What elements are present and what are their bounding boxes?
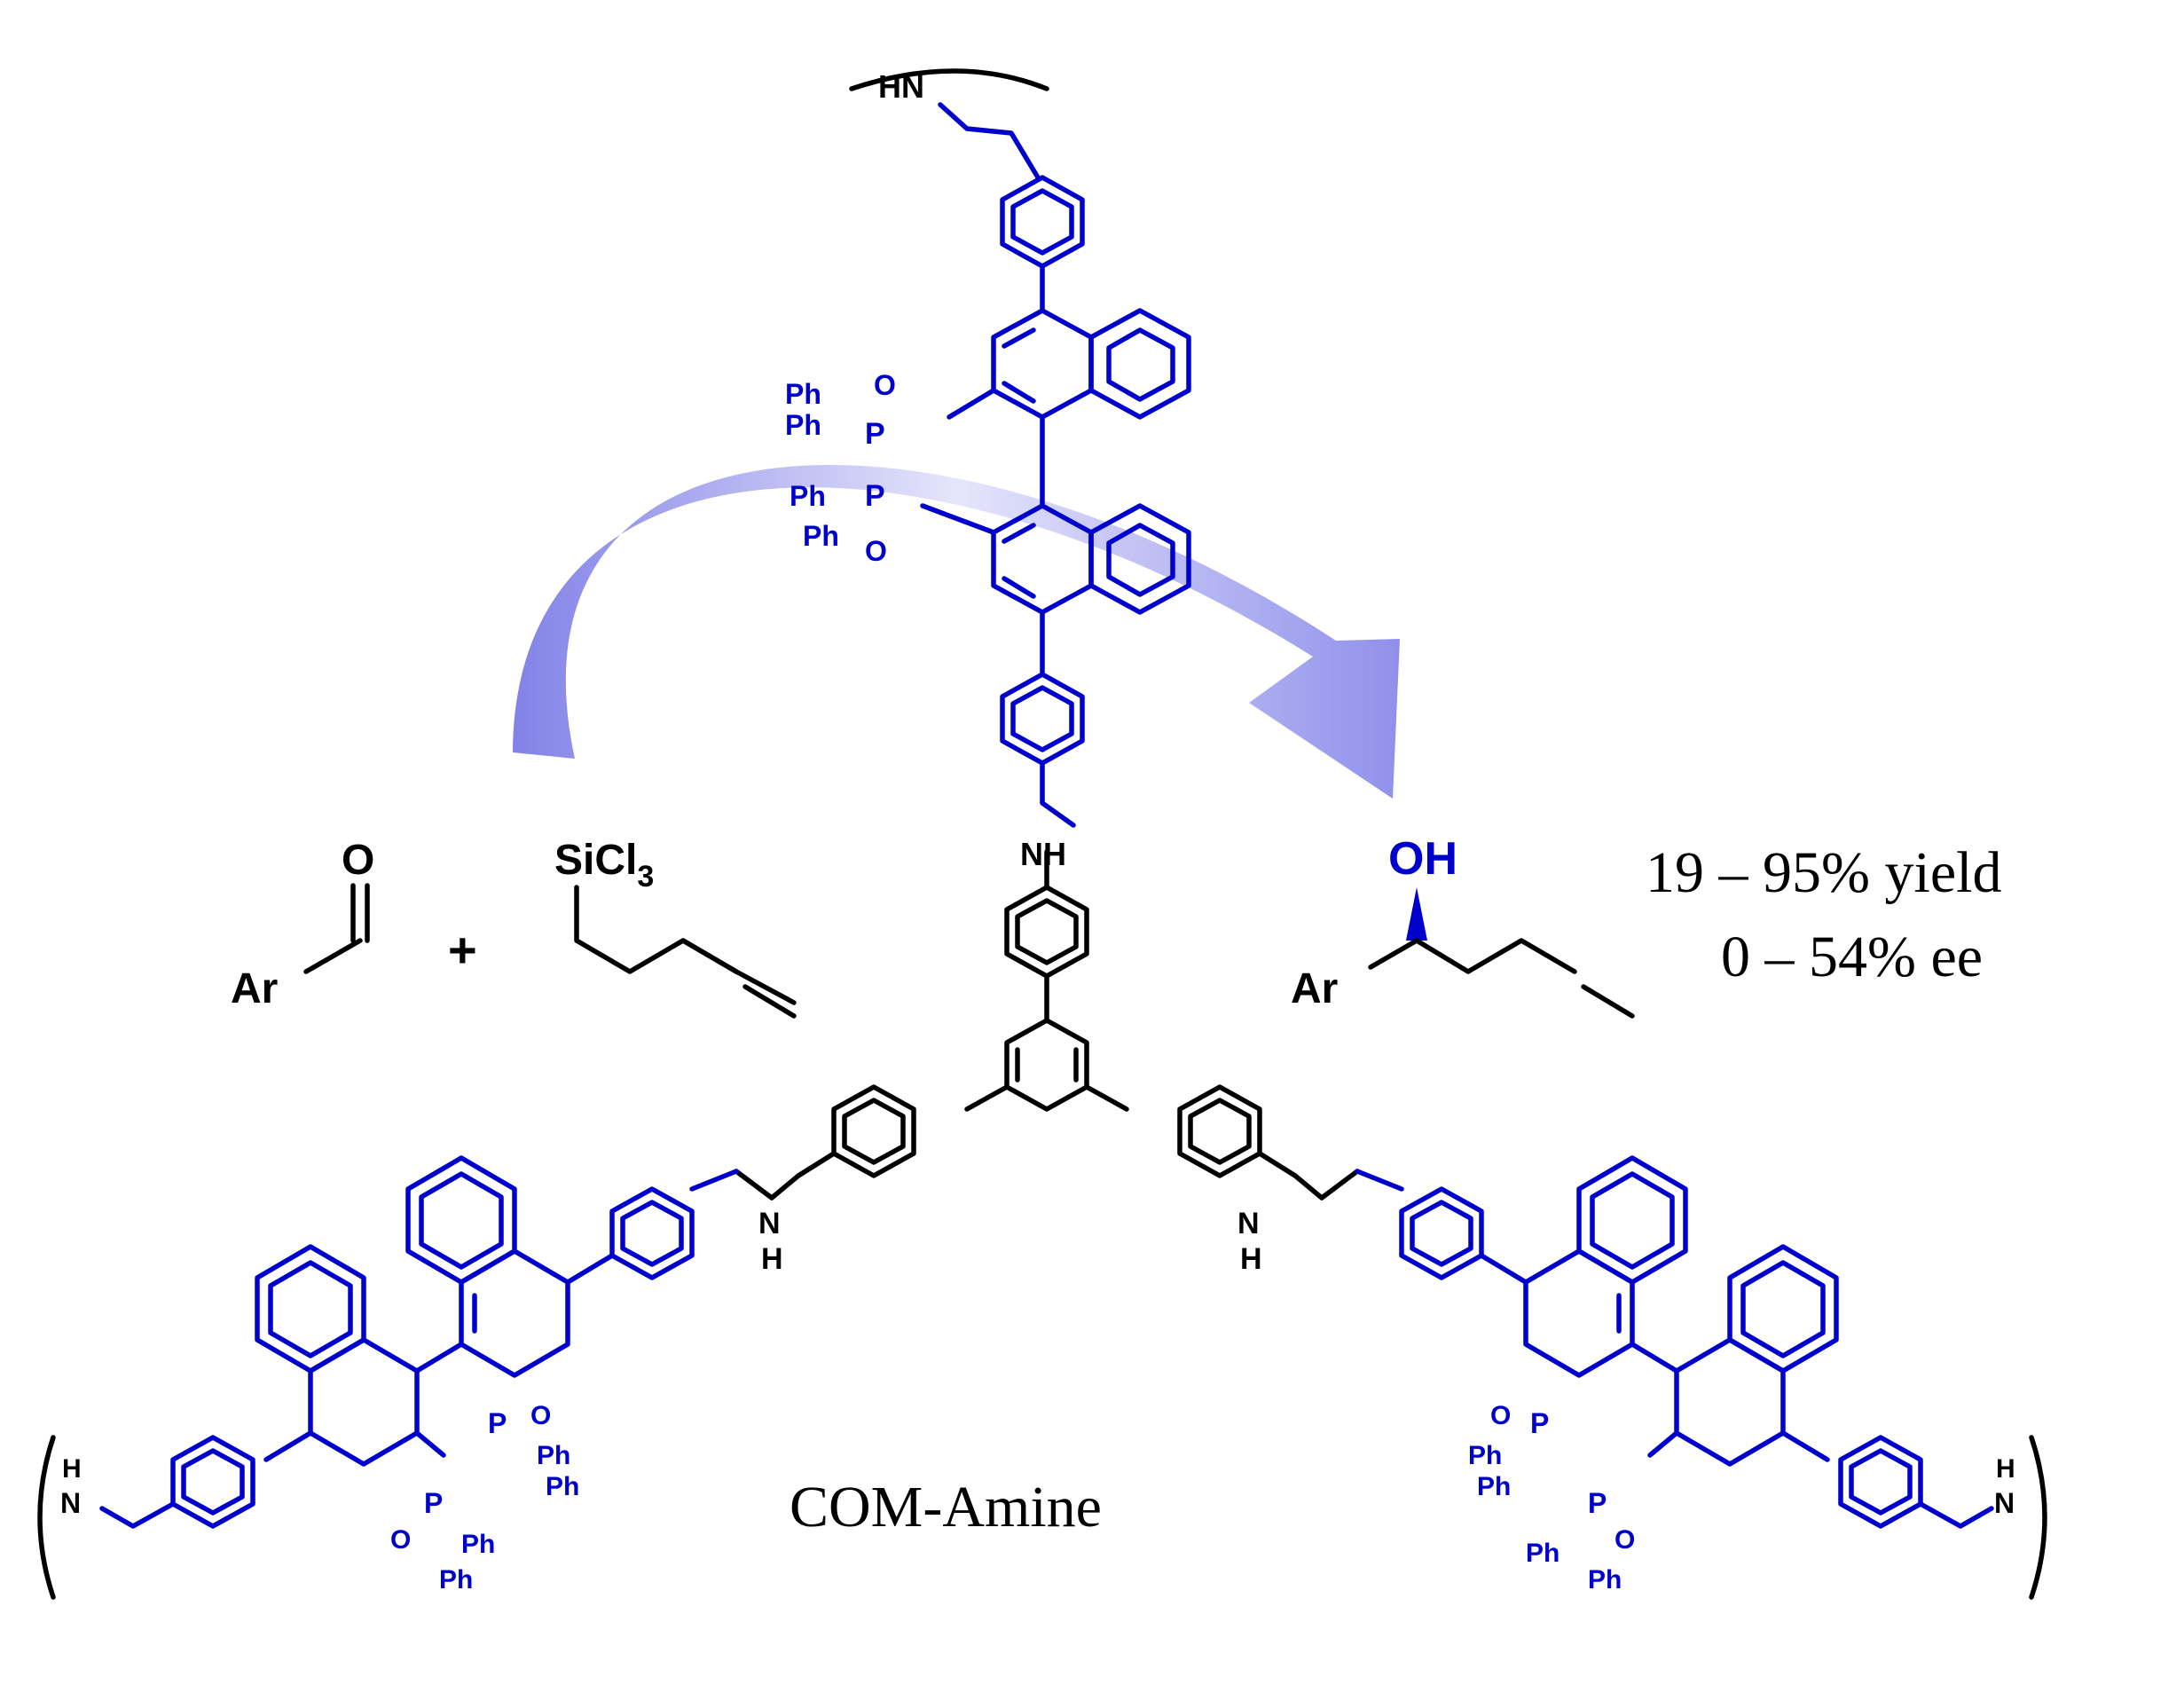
right-n-label: N <box>1994 1487 2015 1519</box>
framework-name: COM-Amine <box>790 1475 1102 1539</box>
right-n-label: N <box>1237 1207 1260 1240</box>
top-hn-label: HN <box>878 68 924 105</box>
top-ligand-labels: HN Ph Ph P O Ph Ph P O NH <box>785 68 1066 872</box>
yield-range: 19 – 95% yield <box>1646 840 2001 905</box>
ph-label: Ph <box>1588 1565 1622 1594</box>
right-h-label: H <box>1996 1454 2015 1484</box>
aldehyde-o-label: O <box>342 837 374 884</box>
ph-label: Ph <box>790 480 826 512</box>
ph-label: Ph <box>785 378 821 410</box>
plus-sign: + <box>448 922 477 978</box>
p-label: P <box>488 1407 507 1439</box>
allylsilane-reactant: SiCl3 <box>554 837 797 1019</box>
product-ar-label: Ar <box>1291 965 1338 1012</box>
p-label: P <box>1588 1487 1607 1519</box>
left-n-label: N <box>60 1487 81 1519</box>
ph-label: Ph <box>439 1565 473 1594</box>
o-label: O <box>530 1401 551 1430</box>
central-core <box>734 849 1360 1201</box>
ph-label: Ph <box>1477 1472 1511 1501</box>
ph-label: Ph <box>546 1472 579 1501</box>
homoallylic-alcohol-product: OH Ar <box>1291 833 1635 1019</box>
top-ligand-unit <box>849 68 1191 828</box>
p-label: P <box>1530 1407 1549 1439</box>
aldehyde-ar-label: Ar <box>231 965 278 1012</box>
reaction-arrow <box>513 464 1400 799</box>
silane-group-label: SiCl3 <box>554 837 654 894</box>
ph-label: Ph <box>1526 1539 1559 1568</box>
reaction-results: 19 – 95% yield 0 – 54% ee <box>1646 840 2001 989</box>
right-h-label: H <box>1240 1242 1262 1276</box>
product-oh-label: OH <box>1388 833 1457 885</box>
ph-label: Ph <box>461 1530 495 1559</box>
nh-label: NH <box>1020 836 1066 872</box>
left-h-label: H <box>761 1242 783 1276</box>
o-label: O <box>1490 1401 1511 1430</box>
ph-label: Ph <box>785 409 821 441</box>
aldehyde-reactant: O Ar <box>231 837 374 1012</box>
right-ligand-unit <box>1355 1155 1994 1529</box>
right-ligand-labels: P O Ph Ph P O Ph Ph H N <box>1468 1401 2047 1600</box>
ee-range: 0 – 54% ee <box>1721 925 1983 989</box>
o-label: O <box>874 369 896 401</box>
core-amine-labels: N H N H <box>758 1207 1262 1276</box>
p-label: P <box>865 417 885 451</box>
left-n-label: N <box>758 1207 781 1240</box>
ph-label: Ph <box>1468 1441 1502 1470</box>
left-ligand-unit <box>99 1155 739 1529</box>
p-label: P <box>424 1487 443 1519</box>
ph-label: Ph <box>537 1441 570 1470</box>
o-label: O <box>865 535 887 567</box>
p-label: P <box>865 479 885 513</box>
left-ligand-labels: P O Ph Ph P O Ph Ph H N <box>37 1401 579 1600</box>
o-label: O <box>390 1525 411 1555</box>
left-h-label: H <box>62 1454 82 1484</box>
ph-label: Ph <box>803 520 839 552</box>
o-label: O <box>1614 1525 1635 1555</box>
